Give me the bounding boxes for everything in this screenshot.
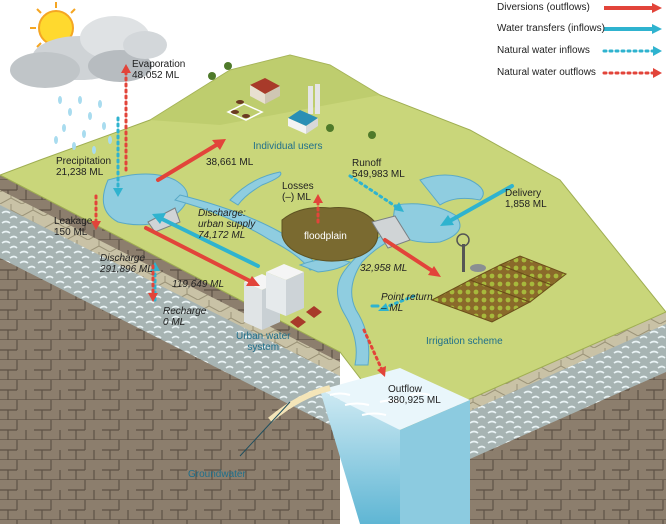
discharge-urban-label: Discharge: urban supply 74,172 ML bbox=[198, 208, 255, 241]
evaporation-value: 48,052 ML bbox=[132, 70, 180, 81]
point-return-label: Point return – ML bbox=[381, 292, 433, 314]
discharge-urban-line1: Discharge: bbox=[198, 208, 246, 219]
flow-arrows bbox=[91, 64, 514, 377]
leakage-value: 150 ML bbox=[54, 227, 88, 238]
outflow-value: 380,925 ML bbox=[388, 395, 441, 406]
legend-natural-outflows: Natural water outflows bbox=[497, 67, 596, 78]
delivery-title: Delivery bbox=[505, 188, 542, 199]
losses-title: Losses bbox=[282, 181, 314, 192]
recharge-title: Recharge bbox=[163, 306, 207, 317]
urban-water-line2: system bbox=[247, 342, 280, 353]
leakage-label: Leakage 150 ML bbox=[54, 216, 92, 238]
urban-water-line1: Urban water bbox=[236, 331, 291, 342]
irrigation-fields bbox=[430, 233, 567, 323]
individual-users-value: 38,661 ML bbox=[206, 157, 254, 168]
gw-discharge-label: Discharge 291,896 ML bbox=[100, 253, 153, 275]
runoff-value: 549,983 ML bbox=[352, 169, 405, 180]
soil-layer bbox=[0, 190, 340, 376]
aquifer-layer bbox=[0, 200, 340, 430]
runoff-label: Runoff 549,983 ML bbox=[352, 158, 405, 180]
urban-water-system-label: Urban water system bbox=[236, 331, 290, 353]
farm-buildings bbox=[208, 62, 376, 139]
precipitation-label: Precipitation 21,238 ML bbox=[56, 156, 111, 178]
precipitation-value: 21,238 ML bbox=[56, 167, 104, 178]
river-network bbox=[102, 171, 484, 366]
transfer-arrows bbox=[152, 184, 514, 268]
delivery-value: 1,858 ML bbox=[505, 199, 547, 210]
discharge-urban-line2: urban supply bbox=[198, 219, 256, 230]
floodplain-area bbox=[281, 207, 379, 262]
outflow-title: Outflow bbox=[388, 384, 422, 395]
losses-value: (–) ML bbox=[282, 192, 311, 203]
irrigation-diversion-value: 32,958 ML bbox=[360, 263, 408, 274]
recharge-value: 0 ML bbox=[163, 317, 186, 328]
legend-natural-inflows: Natural water inflows bbox=[497, 45, 590, 56]
runoff-title: Runoff bbox=[352, 158, 382, 169]
irrigation-scheme-label: Irrigation scheme bbox=[426, 336, 503, 347]
natural-outflow-arrows bbox=[91, 64, 386, 377]
point-return-line2: – ML bbox=[381, 303, 404, 314]
recharge-label: Recharge 0 ML bbox=[163, 306, 206, 328]
terrain-block bbox=[0, 54, 666, 524]
gw-discharge-title: Discharge bbox=[100, 253, 146, 264]
outflow-label: Outflow 380,925 ML bbox=[388, 384, 441, 406]
groundwater-label: Groundwater bbox=[188, 469, 246, 480]
discharge-urban-value: 74,172 ML bbox=[198, 230, 246, 241]
gw-discharge-value: 291,896 ML bbox=[100, 264, 153, 275]
evaporation-title: Evaporation bbox=[132, 59, 186, 70]
urban-diversion-value: 119,649 ML bbox=[172, 279, 225, 290]
legend-swatches bbox=[602, 3, 662, 78]
legend-diversions: Diversions (outflows) bbox=[497, 2, 590, 13]
leakage-title: Leakage bbox=[54, 216, 93, 227]
precipitation-title: Precipitation bbox=[56, 156, 112, 167]
weir-right bbox=[371, 215, 411, 249]
sea-outflow bbox=[268, 368, 470, 524]
evaporation-label: Evaporation 48,052 ML bbox=[132, 59, 185, 81]
rain-drops bbox=[54, 96, 112, 154]
floodplain-label: floodplain bbox=[304, 231, 347, 242]
cloud-icon bbox=[10, 16, 167, 88]
point-return-line1: Point return bbox=[381, 292, 433, 303]
groundwater-leader-line bbox=[239, 401, 291, 457]
diversion-arrows bbox=[144, 139, 441, 286]
delivery-label: Delivery 1,858 ML bbox=[505, 188, 547, 210]
losses-label: Losses (–) ML bbox=[282, 181, 314, 203]
legend-transfers: Water transfers (inflows) bbox=[497, 23, 605, 34]
individual-users-label: Individual users bbox=[253, 141, 323, 152]
